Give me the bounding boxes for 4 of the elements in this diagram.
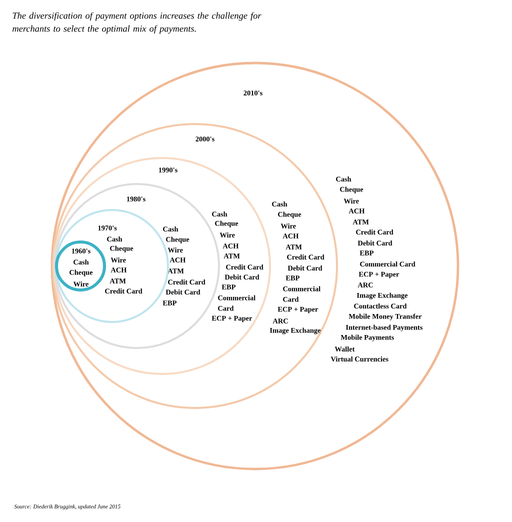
- title: The diversification of payment options increases the challenge for merchants to select the optimal mix of payments.: [12, 12, 262, 34]
- decade-circle: [55, 240, 106, 292]
- decade-circle: [53, 157, 271, 375]
- decade-circle: [50, 62, 460, 470]
